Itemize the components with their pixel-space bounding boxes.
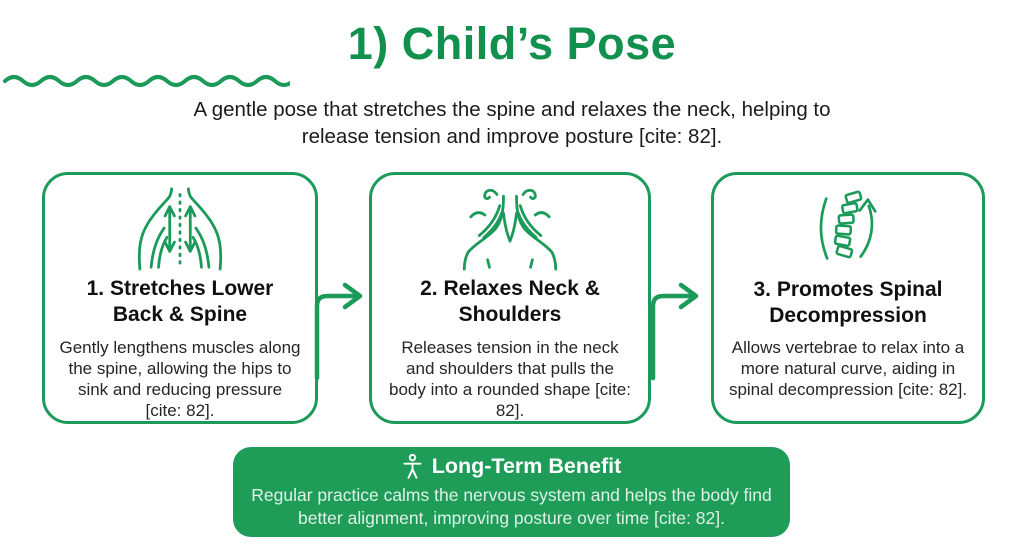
card-body: Releases tension in the neck and shoulde… — [389, 337, 631, 420]
card-promotes-spinal-decompression: 3. Promotes Spinal Decompression Allows … — [711, 172, 985, 424]
banner-title: Long-Term Benefit — [431, 454, 622, 479]
banner-body: Regular practice calms the nervous syste… — [251, 485, 772, 528]
spinal-curve-icon — [800, 185, 896, 273]
neck-shoulders-icon — [458, 185, 562, 272]
card-title: 3. Promotes Spinal Decompression — [753, 278, 943, 327]
page-title: 1) Child’s Pose — [347, 18, 677, 69]
page-subtitle: A gentle pose that stretches the spine a… — [193, 98, 831, 149]
card-title: 2. Relaxes Neck & Shoulders — [420, 277, 600, 327]
back-spine-stretch-icon — [128, 185, 232, 272]
card-stretches-lower-back: 1. Stretches Lower Back & Spine Gently l… — [42, 172, 318, 424]
flow-arrow-icon — [312, 266, 374, 381]
flow-arrow-icon — [648, 266, 710, 381]
long-term-benefit-banner: Long-Term Benefit Regular practice calms… — [233, 447, 790, 537]
person-icon — [402, 453, 423, 480]
card-body: Gently lengthens muscles along the spine… — [59, 337, 301, 420]
wavy-underline-icon — [0, 72, 1024, 88]
card-body: Allows vertebrae to relax into a more na… — [728, 338, 968, 400]
card-relaxes-neck-shoulders: 2. Relaxes Neck & Shoulders Releases ten… — [369, 172, 651, 424]
card-title: 1. Stretches Lower Back & Spine — [86, 277, 274, 327]
